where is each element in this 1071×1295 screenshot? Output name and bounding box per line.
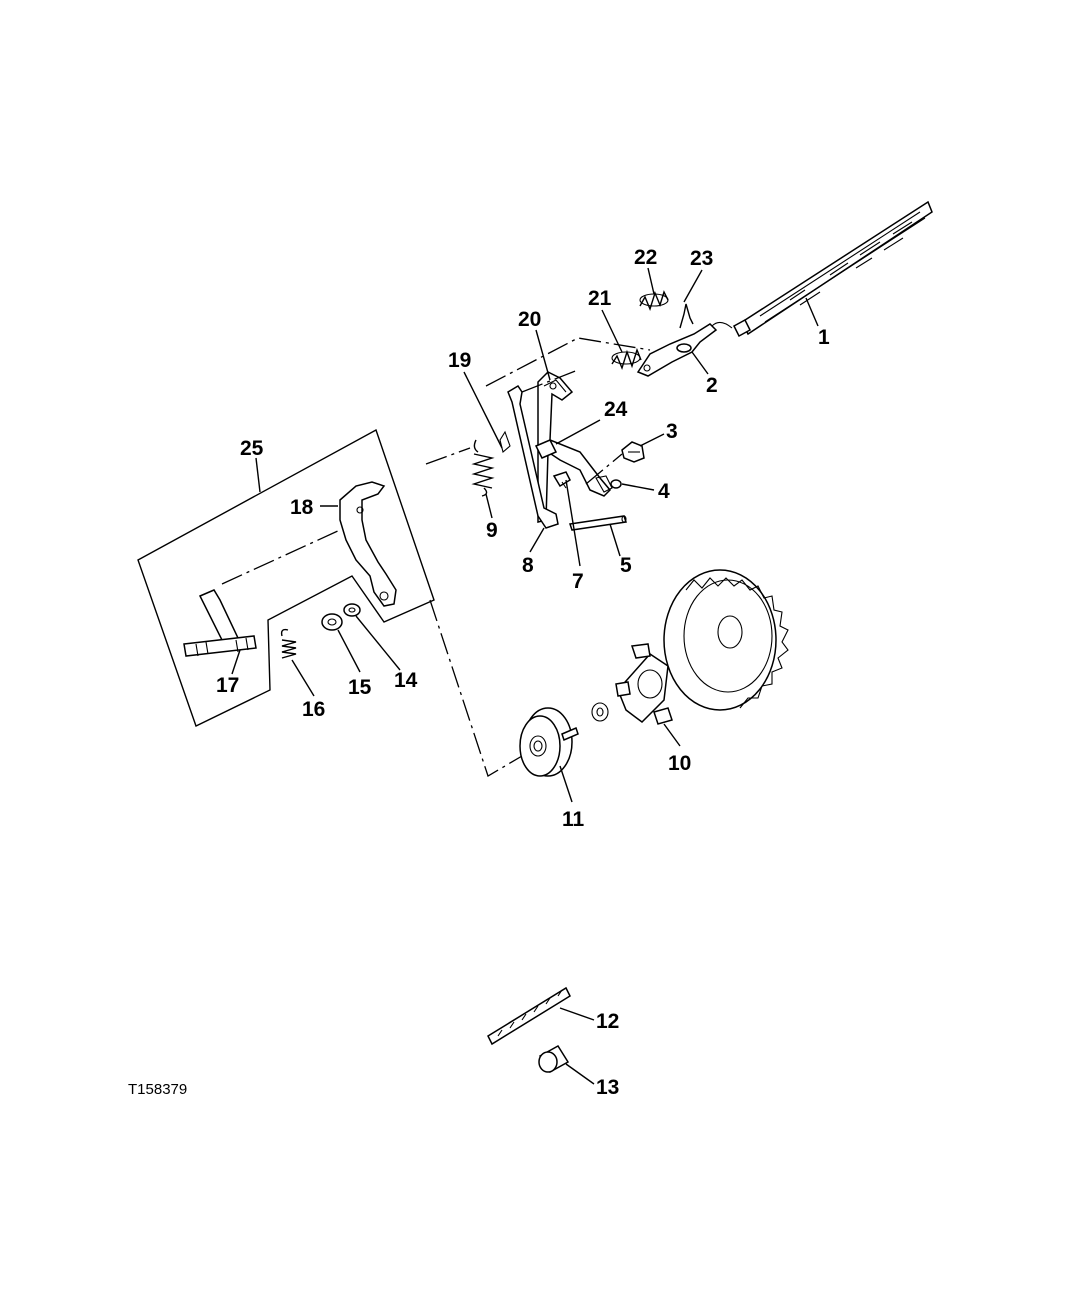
- part-pin-5: [569, 515, 627, 531]
- part-governor-lever-18: [339, 481, 397, 607]
- callout-13: 13: [596, 1076, 619, 1099]
- part-spring-16: [280, 628, 297, 659]
- part-shaft-17: [183, 589, 257, 657]
- callout-5: 5: [620, 554, 632, 577]
- callout-14: 14: [394, 669, 418, 692]
- part-bolt-7: [552, 471, 571, 489]
- part-clamp-3: [621, 441, 645, 463]
- part-washer-15: [321, 613, 343, 631]
- callout-25: 25: [240, 437, 264, 460]
- callout-12: 12: [596, 1010, 619, 1033]
- part-spring-22: [639, 290, 669, 312]
- callout-4: 4: [658, 480, 670, 503]
- callout-11: 11: [562, 808, 585, 831]
- callout-24: 24: [604, 398, 628, 421]
- part-washer-4: [610, 479, 622, 489]
- center-lines: [221, 337, 651, 777]
- callout-23: 23: [690, 247, 713, 270]
- callout-21: 21: [588, 287, 612, 310]
- part-bushing-13: [538, 1044, 570, 1074]
- callout-2: 2: [706, 374, 718, 397]
- part-lever: [636, 323, 718, 377]
- callout-3: 3: [666, 420, 678, 443]
- callout-9: 9: [486, 519, 498, 542]
- part-governor-bracket: [534, 371, 613, 523]
- group-outline-25: [137, 428, 435, 727]
- part-spring-21: [611, 347, 642, 371]
- callout-20: 20: [518, 308, 541, 331]
- callout-22: 22: [634, 246, 657, 269]
- part-disc-11: [519, 707, 579, 777]
- part-gear-10: [591, 569, 789, 725]
- callout-18: 18: [290, 496, 314, 519]
- callout-19: 19: [448, 349, 471, 372]
- part-throttle-link: [711, 200, 933, 338]
- part-nut-14: [343, 603, 361, 617]
- part-clip-23: [679, 303, 694, 329]
- part-rod-12: [487, 986, 571, 1046]
- callout-15: 15: [348, 676, 372, 699]
- callout-1: 1: [818, 326, 830, 349]
- callout-8: 8: [522, 554, 534, 577]
- callout-10: 10: [668, 752, 691, 775]
- callout-7: 7: [572, 570, 584, 593]
- leader-lines: [231, 267, 819, 1085]
- part-spring-9: [471, 439, 495, 497]
- figure-id: T158379: [128, 1081, 187, 1098]
- callout-16: 16: [302, 698, 325, 721]
- callout-17: 17: [216, 674, 239, 697]
- callout-labels: 1 2 3 4 5 7 8 9 10 11 12 13 14 15 16 17 …: [216, 246, 830, 1099]
